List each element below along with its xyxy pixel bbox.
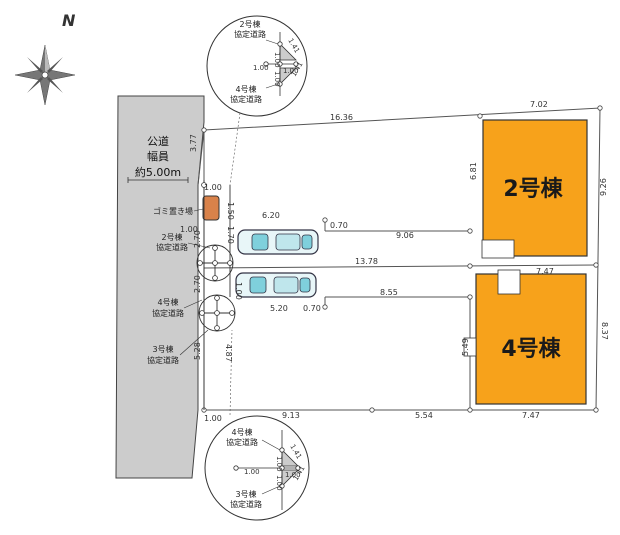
top-inset-bottom-2: 協定道路 [230, 94, 262, 104]
bottom-inset-bottom-1: 3号棟 [235, 489, 256, 499]
top-inset-d2: 1.00 [253, 64, 269, 72]
road-width-label: 約5.00m [135, 165, 181, 179]
dim-a-100: 1.00 [180, 225, 198, 234]
dim-b-270: 2.70 [193, 275, 202, 293]
dim-top-702: 7.02 [530, 100, 548, 109]
dim-left-377: 3.77 [189, 134, 198, 152]
car-icon [237, 229, 319, 255]
agreement-2-label-2: 協定道路 [156, 242, 188, 252]
bottom-inset-title-1: 4号棟 [231, 427, 252, 437]
top-inset: 2号棟 協定道路 4号棟 協定道路 1.00 1.00 1.41 1.00 1.… [206, 15, 308, 117]
dim-926: 9.26 [599, 178, 608, 196]
dim-garbage-150: 1.50 [226, 202, 235, 220]
dim-528: 5.28 [193, 342, 202, 360]
building-4-label: 4号棟 [501, 336, 561, 362]
bottom-inset: 4号棟 協定道路 3号棟 協定道路 1.00 1.00 1.41 1.00 1.… [204, 415, 310, 521]
top-inset-bottom-1: 4号棟 [235, 84, 256, 94]
dim-070b: 0.70 [303, 304, 321, 313]
compass-north-label: N [62, 11, 76, 30]
dim-747b: 7.47 [522, 411, 540, 420]
dim-913: 9.13 [282, 411, 300, 420]
bottom-inset-d4: 1.00 [275, 475, 283, 491]
building-4-entrance [497, 269, 521, 295]
agreement-3-label-2: 協定道路 [147, 355, 179, 365]
dim-070a: 0.70 [330, 221, 348, 230]
dim-855: 8.55 [380, 288, 398, 297]
dim-520: 5.20 [270, 304, 288, 313]
compass-rose-icon [14, 44, 76, 106]
dim-a-270: 2.70 [193, 230, 202, 248]
dim-681: 6.81 [469, 162, 478, 180]
building-4-footprint [475, 273, 587, 405]
agreement-2-label-1: 2号棟 [161, 232, 182, 242]
building-2-entrance [481, 239, 515, 259]
dim-837: 8.37 [600, 322, 609, 340]
dim-bot-100: 1.00 [204, 414, 222, 423]
agreement-4-label-2: 協定道路 [152, 308, 184, 318]
dim-a-170: 1.70 [226, 226, 235, 244]
dim-906: 9.06 [396, 231, 414, 240]
dim-b-100: 1.00 [234, 282, 243, 300]
agreement-3-label-1: 3号棟 [152, 344, 173, 354]
bottom-inset-d5: 1.00 [285, 471, 301, 479]
bottom-inset-title-2: 協定道路 [226, 437, 258, 447]
dim-487: 4.87 [224, 344, 233, 362]
building-4-side-entrance [463, 337, 477, 357]
car-icon [235, 272, 317, 298]
dim-554: 5.54 [415, 411, 433, 420]
garbage-label: ゴミ置き場 [153, 206, 193, 216]
top-inset-d1: 1.00 [273, 52, 281, 68]
top-inset-d4: 1.00 [273, 71, 281, 87]
public-road [115, 95, 205, 479]
building-2-label: 2号棟 [503, 176, 563, 202]
top-inset-title-2: 協定道路 [234, 29, 266, 39]
bottom-inset-d1: 1.00 [275, 456, 283, 472]
road-label-1: 公道 [147, 134, 169, 148]
bottom-inset-d2: 1.00 [244, 468, 260, 476]
agreement-4-label-1: 4号棟 [157, 297, 178, 307]
bottom-inset-bottom-2: 協定道路 [230, 499, 262, 509]
dim-top-1636: 16.36 [330, 113, 353, 122]
dim-549: 5.49 [461, 338, 470, 356]
dim-620: 6.20 [262, 211, 280, 220]
garbage-area [202, 195, 220, 221]
agreement-road-circles [196, 180, 236, 410]
top-inset-title-1: 2号棟 [239, 19, 260, 29]
dim-747a: 7.47 [536, 267, 554, 276]
top-inset-d5: 1.00 [283, 67, 299, 75]
road-label-2: 幅員 [147, 150, 169, 163]
dim-1378: 13.78 [355, 257, 378, 266]
dim-garbage-100: 1.00 [204, 183, 222, 192]
boundary-points [201, 105, 603, 413]
building-2-footprint [482, 119, 588, 257]
